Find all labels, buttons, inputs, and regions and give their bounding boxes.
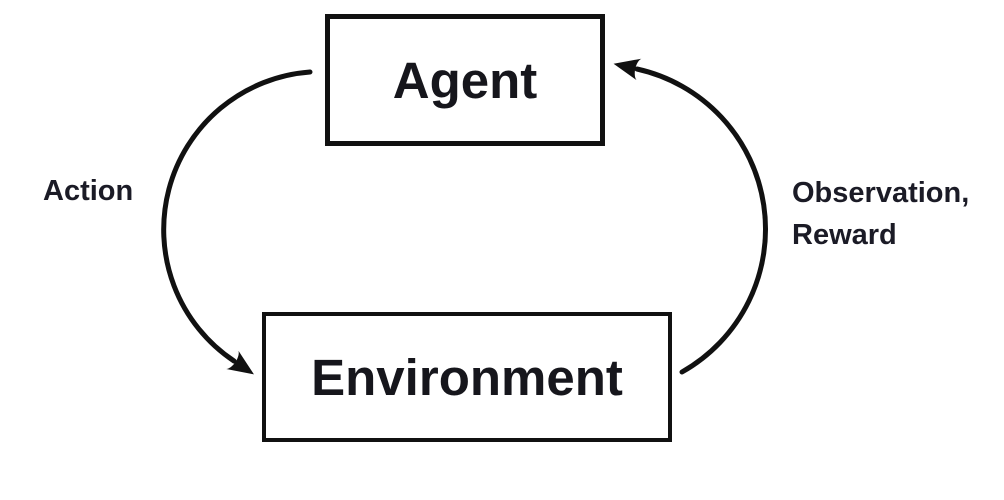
environment-node-label: Environment	[311, 348, 623, 406]
environment-node: Environment	[262, 312, 672, 442]
observation-reward-arrow	[613, 58, 768, 375]
observation-label-line1: Observation,	[792, 177, 970, 209]
action-arrow	[161, 69, 313, 375]
agent-node: Agent	[325, 14, 605, 146]
action-edge-label: Action	[43, 170, 133, 212]
observation-reward-edge-label: Observation, Reward	[792, 172, 969, 256]
action-label-text: Action	[43, 175, 134, 207]
agent-node-label: Agent	[392, 51, 538, 109]
observation-label-line2: Reward	[792, 219, 897, 251]
